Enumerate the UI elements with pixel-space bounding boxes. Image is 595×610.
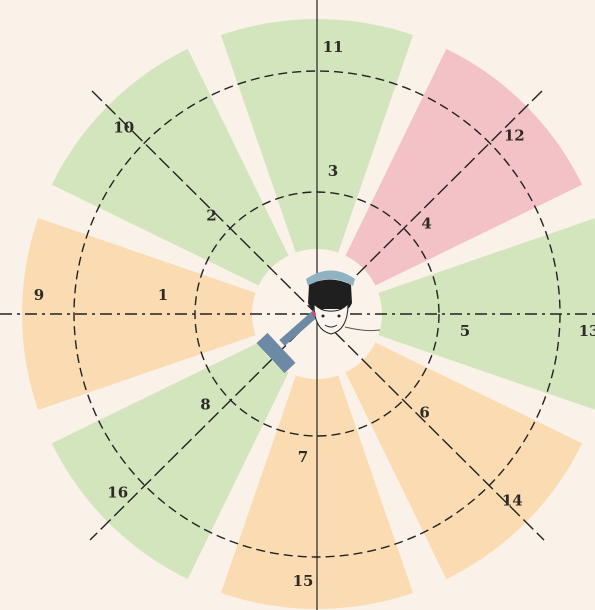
patient-head-icon (306, 270, 381, 335)
segment-label-1: 1 (158, 286, 168, 304)
diagonal-nw-se-line (91, 90, 545, 541)
segment-label-14: 14 (502, 491, 523, 509)
segment-label-8: 8 (200, 396, 210, 414)
segment-label-3: 3 (328, 162, 338, 180)
segment-label-13: 13 (579, 322, 595, 340)
sector-ne (345, 48, 583, 286)
segment-label-6: 6 (419, 404, 429, 422)
segment-label-12: 12 (504, 127, 525, 145)
segment-label-7: 7 (298, 448, 308, 466)
segment-label-5: 5 (460, 322, 470, 340)
sector-nw (51, 48, 289, 286)
diagonal-ne-sw-line (89, 90, 543, 541)
segment-label-10: 10 (113, 119, 134, 137)
instrument-handle-icon (256, 310, 319, 374)
center-figure (256, 270, 381, 374)
sector-w (21, 217, 256, 411)
segment-label-16: 16 (107, 483, 128, 501)
segment-label-2: 2 (206, 206, 216, 224)
segment-label-4: 4 (421, 214, 431, 232)
segment-label-9: 9 (34, 286, 44, 304)
segment-label-11: 11 (323, 38, 344, 56)
segment-label-15: 15 (293, 572, 314, 590)
